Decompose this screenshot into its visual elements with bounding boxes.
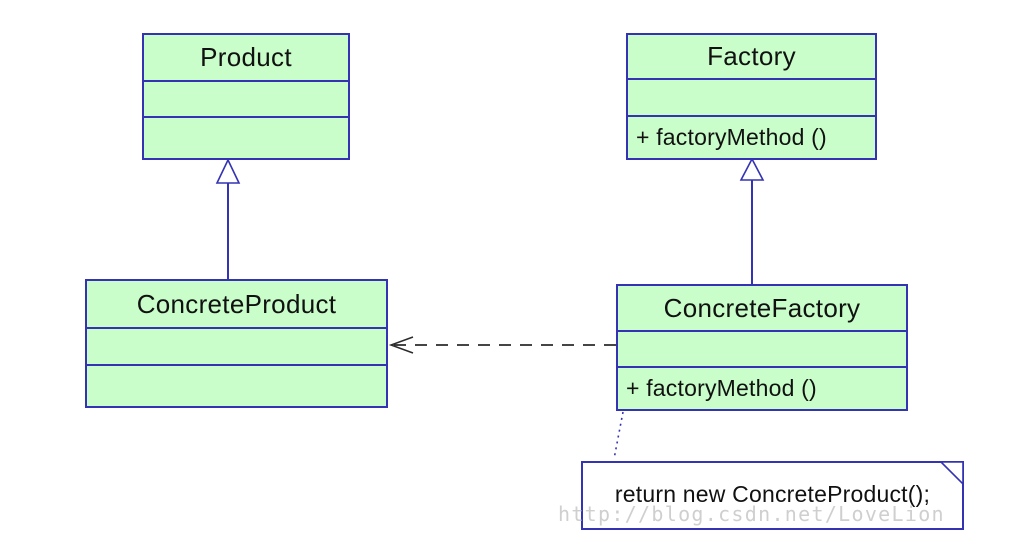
operations-compartment-product [144, 116, 348, 158]
attributes-compartment-concrete-product [87, 327, 386, 364]
attributes-compartment-concrete-factory [618, 330, 906, 366]
open-arrowhead-icon [388, 336, 414, 354]
operations-compartment-concrete-factory: + factoryMethod () [618, 366, 906, 409]
note-anchor-line [613, 411, 624, 460]
hollow-triangle-arrowhead-icon [215, 158, 241, 184]
class-name-factory: Factory [707, 41, 796, 71]
note-shape [581, 461, 964, 530]
class-name-concrete-product: ConcreteProduct [136, 288, 337, 319]
class-box-concrete-product: ConcreteProduct [85, 279, 388, 408]
class-name-product: Product [200, 42, 292, 72]
hollow-triangle-arrowhead-icon [739, 157, 765, 181]
class-box-product: Product [142, 33, 350, 160]
attributes-compartment-product [144, 80, 348, 116]
operations-compartment-factory: + factoryMethod () [628, 115, 875, 158]
generalization-arrow-concreteproduct-to-product [215, 158, 241, 279]
operations-compartment-concrete-product [87, 364, 386, 406]
class-box-factory: Factory + factoryMethod () [626, 33, 877, 160]
class-name-concrete-factory: ConcreteFactory [663, 292, 861, 323]
note-text: return new ConcreteProduct(); [614, 480, 931, 507]
watermark-text: http://blog.csdn.net/LoveLion [558, 502, 945, 526]
attributes-compartment-factory [628, 78, 875, 115]
note-folded-corner-icon [939, 461, 964, 486]
generalization-arrow-concretefactory-to-factory [739, 157, 765, 284]
dotted-anchor-line [613, 411, 624, 460]
note-rectangle [581, 461, 964, 530]
dependency-arrow-concretefactory-to-concreteproduct [388, 336, 616, 354]
class-box-concrete-factory: ConcreteFactory + factoryMethod () [616, 284, 908, 411]
